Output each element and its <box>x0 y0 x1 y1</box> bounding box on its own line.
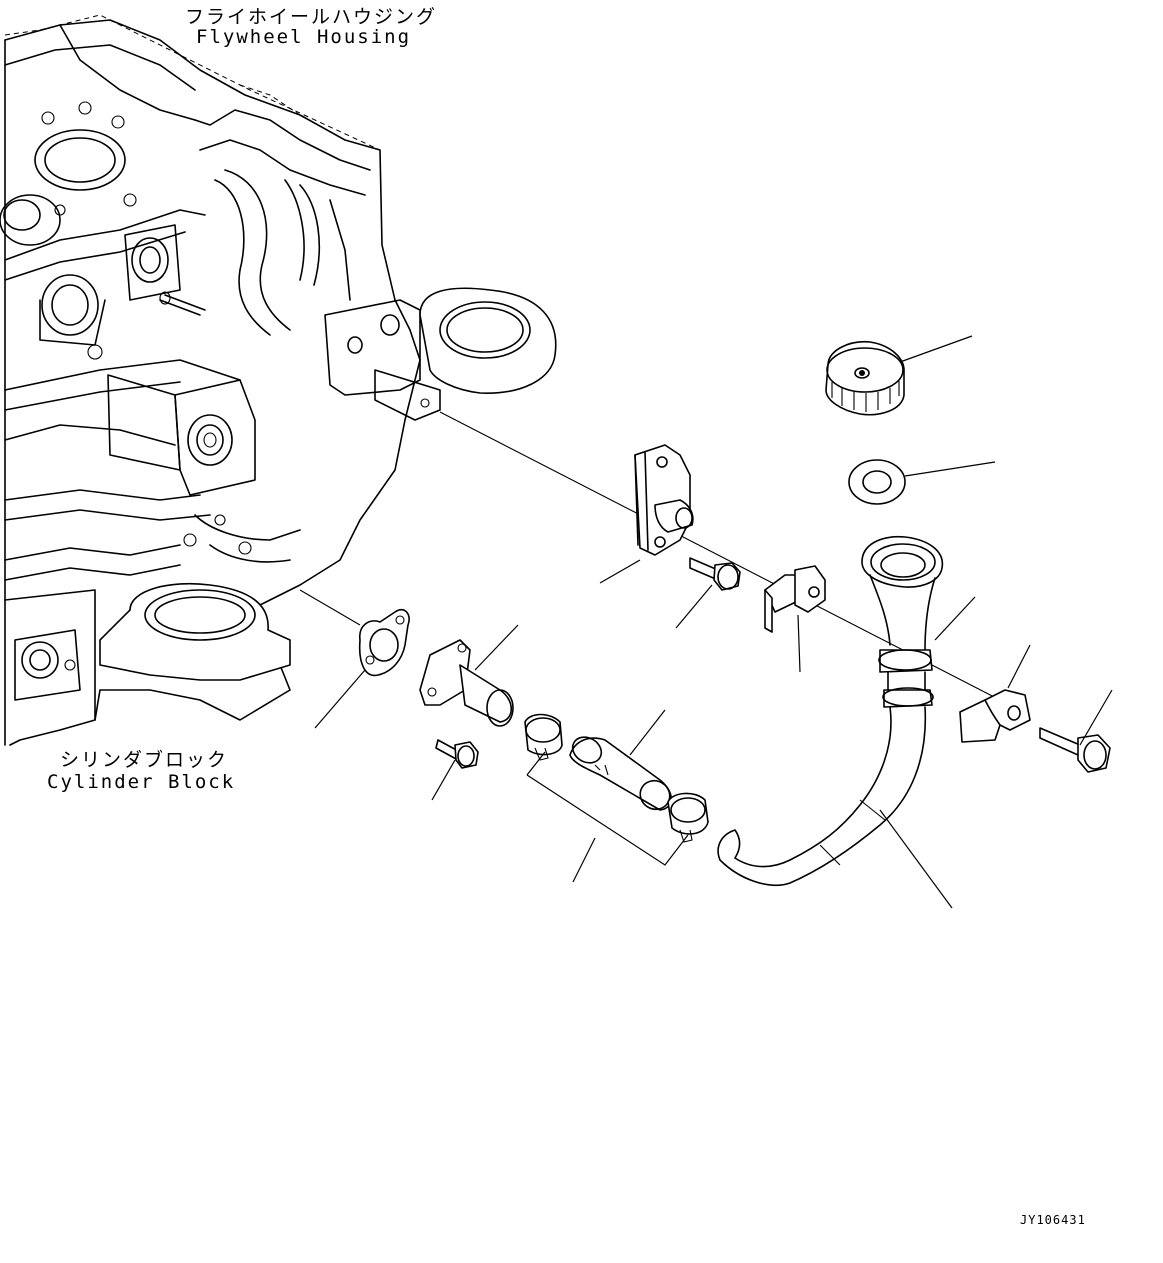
flange-gasket-part <box>358 608 410 677</box>
rubber-hose-part <box>569 736 673 811</box>
clip-bracket-part <box>764 565 826 633</box>
cylinder-block-label-en: Cylinder Block <box>47 771 236 793</box>
drawing-code: JY106431 <box>1020 1213 1086 1227</box>
gasket-ring-part <box>848 459 906 505</box>
flywheel-housing-label-jp: フライホイールハウジング <box>185 6 438 28</box>
bracket-bolt-part <box>689 557 741 591</box>
cylinder-block-label-jp: シリンダブロック <box>60 749 229 771</box>
flange-bolt-part <box>435 739 479 769</box>
leader-lines <box>314 335 1113 909</box>
mounting-bracket-part <box>634 444 694 556</box>
engine-block-drawing <box>0 14 1001 746</box>
pipe-clamp-part <box>959 689 1031 743</box>
hose-clamp-part <box>524 713 563 761</box>
flanged-tube-part <box>419 639 514 727</box>
filler-pipe-part <box>717 536 944 887</box>
filler-cap-part <box>825 340 905 416</box>
hose-clamp-part-2 <box>667 792 709 843</box>
clamp-bolt-part <box>1039 727 1111 773</box>
flywheel-housing-label-en: Flywheel Housing <box>196 26 412 48</box>
